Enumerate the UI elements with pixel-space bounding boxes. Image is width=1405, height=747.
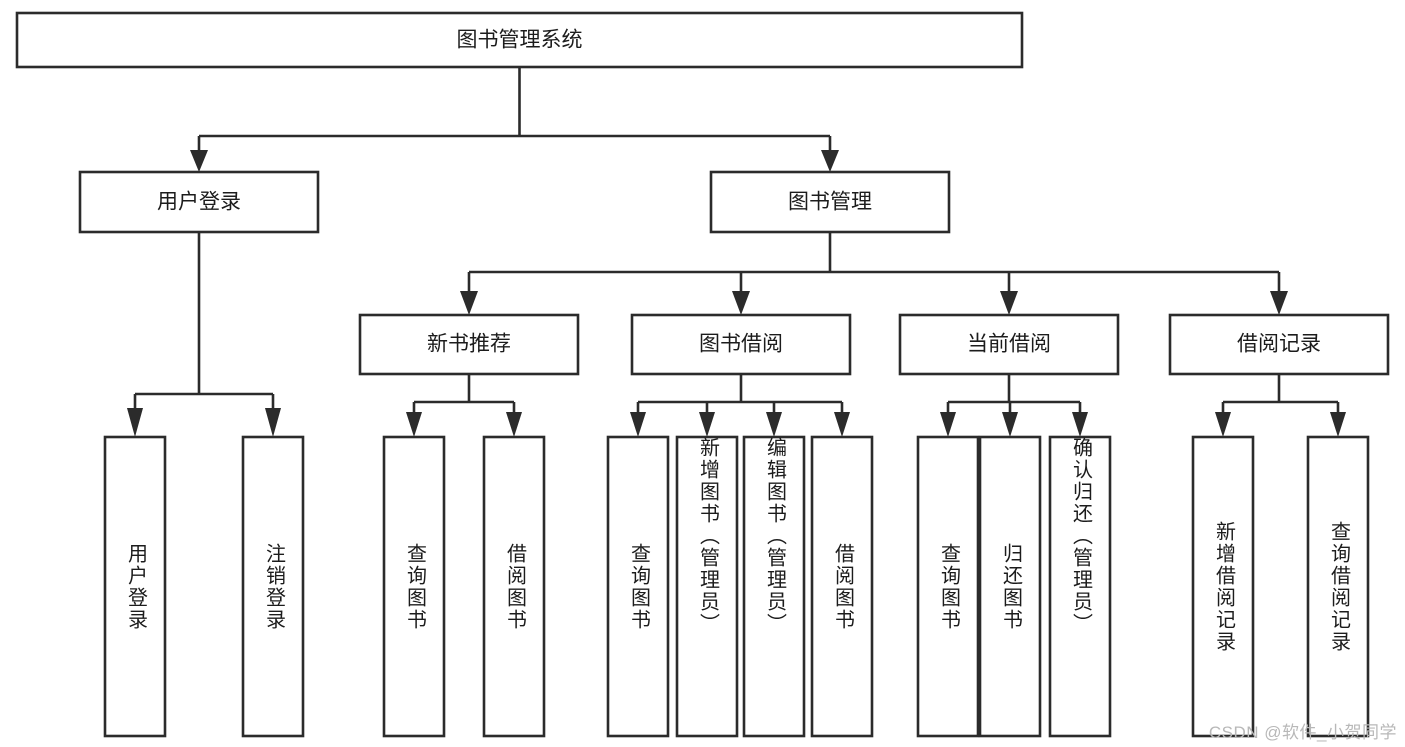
node-current-borrow-label: 当前借阅 [967,333,1051,356]
arrowhead-borrow-leaf-4 [834,412,850,437]
arrowhead-group [127,150,1346,437]
node-new-book-recommend[interactable]: 新书推荐 [358,313,580,376]
node-user-login-box[interactable] [78,170,320,234]
node-user-login[interactable]: 用户登录 [78,170,320,234]
arrowhead-current-leaf-2 [1002,412,1018,437]
csdn-watermark: CSDN @软件_小贺同学 [1208,723,1397,742]
arrowhead-borrow-leaf-2 [699,412,715,437]
arrowhead-borrow-leaf-1 [630,412,646,437]
node-book-management-label: 图书管理 [788,191,872,214]
arrowhead-record-leaf-2 [1330,412,1346,437]
node-book-borrow-box[interactable] [630,313,852,376]
arrowhead-borrow [732,291,750,315]
arrowhead-new-book [460,291,478,315]
arrowhead-record [1270,291,1288,315]
node-user-login-label: 用户登录 [157,191,241,214]
leaf-box-add-borrow-record[interactable] [1191,435,1255,738]
node-new-book-recommend-box[interactable] [358,313,580,376]
node-borrow-record[interactable]: 借阅记录 [1168,313,1390,376]
arrowhead-newbook-leaf-2 [506,412,522,437]
leaf-box-group [103,435,1370,738]
leaf-box-query-book-borrow[interactable] [606,435,670,738]
leaf-box-logout[interactable] [241,435,305,738]
leaf-box-edit-book-admin[interactable] [742,435,806,738]
node-root[interactable]: 图书管理系统 [15,11,1024,69]
leaf-box-confirm-return-admin[interactable] [1048,435,1112,738]
connector-group [133,67,1340,412]
node-borrow-record-box[interactable] [1168,313,1390,376]
arrowhead-leaf-logout [265,408,281,437]
node-book-management[interactable]: 图书管理 [709,170,951,234]
node-book-borrow[interactable]: 图书借阅 [630,313,852,376]
leaf-box-query-book-newbook[interactable] [382,435,446,738]
leaf-box-return-book[interactable] [978,435,1042,738]
arrowhead-record-leaf-1 [1215,412,1231,437]
leaf-box-borrow-book-newbook[interactable] [482,435,546,738]
arrowhead-current [1000,291,1018,315]
leaf-box-query-book-current[interactable] [916,435,980,738]
leaf-box-user-login[interactable] [103,435,167,738]
leaf-box-add-book-admin[interactable] [675,435,739,738]
node-book-management-box[interactable] [709,170,951,234]
arrowhead-current-leaf-1 [940,412,956,437]
arrowhead-user-login [190,150,208,172]
arrowhead-book-mgmt [821,150,839,172]
node-root-label: 图书管理系统 [457,29,583,52]
leaf-box-borrow-book[interactable] [810,435,874,738]
node-new-book-recommend-label: 新书推荐 [427,333,511,356]
node-book-borrow-label: 图书借阅 [699,333,783,356]
arrowhead-newbook-leaf-1 [406,412,422,437]
node-current-borrow[interactable]: 当前借阅 [898,313,1120,376]
arrowhead-borrow-leaf-3 [766,412,782,437]
arrowhead-leaf-user-login [127,408,143,437]
node-root-box[interactable] [15,11,1024,69]
node-current-borrow-box[interactable] [898,313,1120,376]
arrowhead-current-leaf-3 [1072,412,1088,437]
leaf-box-query-borrow-record[interactable] [1306,435,1370,738]
node-borrow-record-label: 借阅记录 [1237,333,1321,356]
